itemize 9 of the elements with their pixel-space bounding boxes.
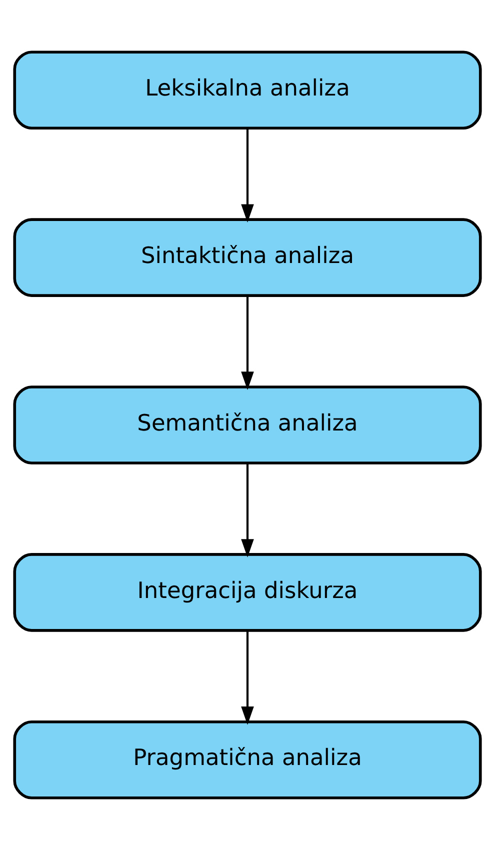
arrow — [240, 630, 254, 725]
node-box: Sintaktična analiza — [12, 218, 482, 297]
node-box: Pragmatična analiza — [12, 720, 482, 800]
node-box: Integracija diskurza — [12, 553, 482, 632]
arrow — [240, 128, 254, 223]
arrow — [240, 296, 254, 390]
node-box: Semantična analiza — [12, 386, 482, 464]
arrow — [240, 463, 254, 558]
node-box: Leksikalna analiza — [12, 50, 482, 130]
